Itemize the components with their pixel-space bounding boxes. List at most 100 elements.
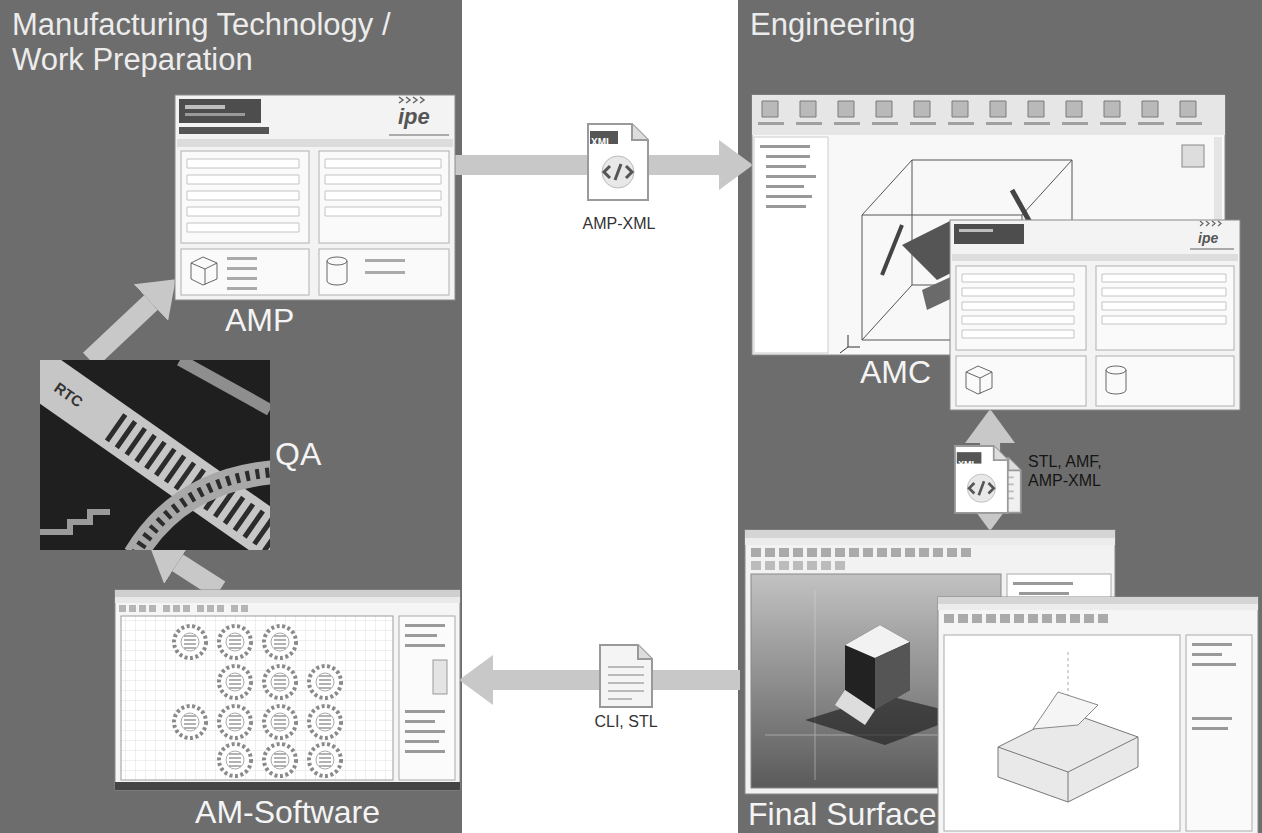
logo-text: ipe bbox=[398, 106, 430, 128]
document-icon bbox=[600, 645, 652, 707]
amc-form-screenshot bbox=[954, 224, 1024, 244]
xml-file-icon bbox=[588, 124, 648, 200]
final-surface-screenshot bbox=[944, 635, 1180, 831]
xml-file-icon bbox=[969, 481, 994, 495]
xml-file-icon bbox=[632, 124, 648, 140]
edge-label-holder: AMP-XML bbox=[578, 214, 660, 233]
am-software-screenshot bbox=[174, 626, 206, 658]
photo-box: QA bbox=[40, 360, 330, 545]
xml-file-icon bbox=[994, 446, 1008, 460]
qa-photo bbox=[40, 512, 110, 532]
amp-screenshot bbox=[191, 257, 217, 285]
amp-screenshot bbox=[187, 159, 299, 232]
label-holder: XML bbox=[958, 453, 977, 471]
screenshot-box: Final Surface bbox=[740, 530, 1262, 833]
part-lettering: RTC bbox=[52, 380, 86, 410]
final-surface-screenshot bbox=[835, 690, 875, 725]
flow-arrow bbox=[90, 303, 151, 360]
label-holder: ipe bbox=[1198, 229, 1218, 247]
amc-cad-screenshot bbox=[758, 122, 1202, 125]
am-software-screenshot bbox=[115, 597, 460, 603]
am-software-screenshot bbox=[264, 706, 296, 738]
final-surface-screenshot bbox=[875, 642, 910, 710]
am-software-screenshot bbox=[309, 744, 341, 776]
file-type-tag: XML bbox=[958, 460, 977, 469]
edge-label: CLI, STL bbox=[594, 712, 657, 731]
amp-screenshot bbox=[327, 261, 347, 285]
screenshot-box: AM-Software bbox=[115, 590, 460, 833]
caption-holder: Engineering bbox=[750, 8, 1150, 43]
amc-form-screenshot bbox=[952, 254, 1238, 261]
amp-screenshot bbox=[327, 257, 347, 265]
final-surface-screenshot bbox=[938, 597, 1258, 604]
qa-photo bbox=[40, 360, 270, 550]
amp-screenshot bbox=[175, 95, 455, 300]
label-holder: RTC bbox=[51, 379, 87, 411]
amc-form-screenshot bbox=[959, 229, 993, 232]
label-holder: ipe bbox=[398, 106, 430, 128]
xml-file-icon bbox=[955, 446, 1008, 513]
document-icon bbox=[1008, 458, 1020, 470]
amc-cad-screenshot bbox=[760, 145, 816, 208]
am-software-screenshot bbox=[219, 666, 251, 698]
am-software-screenshot bbox=[115, 782, 460, 790]
caption: AMC bbox=[860, 355, 931, 391]
amp-screenshot bbox=[177, 139, 453, 147]
caption-holder: AMP bbox=[225, 303, 345, 339]
xml-file-icon bbox=[604, 164, 632, 180]
qa-photo bbox=[135, 472, 270, 550]
amp-screenshot bbox=[325, 159, 441, 216]
qa-photo bbox=[180, 360, 270, 410]
amc-form-screenshot bbox=[1106, 366, 1126, 374]
caption-holder: Final Surface bbox=[748, 797, 933, 833]
lane-panel: EngineeringAMC Final Surface bbox=[738, 0, 1262, 833]
xml-file-icon bbox=[955, 446, 1008, 513]
edge-label: AMP-XML bbox=[583, 214, 656, 233]
amp-screenshot bbox=[181, 249, 309, 295]
lane-panel: Manufacturing Technology / Work Preparat… bbox=[0, 0, 462, 833]
qa-photo bbox=[18, 349, 291, 560]
qa-photo bbox=[40, 360, 270, 550]
screenshot-box: AMC bbox=[752, 95, 1245, 410]
xml-file-icon bbox=[602, 156, 634, 188]
am-software-screenshot bbox=[433, 660, 447, 694]
amc-cad-screenshot bbox=[754, 137, 828, 353]
amc-form-screenshot bbox=[1096, 356, 1234, 406]
final-surface-screenshot bbox=[938, 597, 1258, 833]
lane-panel-ground bbox=[0, 0, 462, 833]
am-software-screenshot bbox=[219, 626, 251, 658]
caption-holder: QA bbox=[275, 437, 329, 473]
final-surface-screenshot bbox=[745, 538, 1115, 545]
amp-screenshot bbox=[389, 134, 449, 136]
am-software-screenshot bbox=[115, 590, 460, 790]
amc-form-screenshot bbox=[950, 220, 1240, 410]
amc-form-screenshot bbox=[950, 220, 1240, 410]
amc-form-screenshot bbox=[1190, 248, 1234, 250]
amc-cad-screenshot bbox=[1182, 145, 1204, 167]
am-software-screenshot bbox=[219, 744, 251, 776]
amc-cad-screenshot bbox=[762, 101, 1196, 117]
final-surface-screenshot bbox=[745, 530, 1115, 538]
label-holder: XML bbox=[591, 132, 612, 150]
edge-label-holder: CLI, STL bbox=[586, 712, 666, 731]
final-surface-screenshot bbox=[1033, 692, 1098, 729]
am-software-screenshot bbox=[264, 744, 296, 776]
caption-holder: Manufacturing Technology / Work Preparat… bbox=[12, 8, 452, 77]
am-software-screenshot bbox=[115, 590, 460, 597]
amp-screenshot bbox=[185, 105, 225, 109]
screenshot-box: AMP bbox=[175, 95, 455, 340]
flow-arrow bbox=[178, 563, 220, 590]
caption-holder: AM-Software bbox=[115, 795, 460, 831]
am-software-screenshot bbox=[309, 706, 341, 738]
amc-form-screenshot bbox=[1106, 370, 1126, 394]
amp-screenshot bbox=[185, 113, 245, 116]
am-software-screenshot bbox=[309, 666, 341, 698]
amc-cad-screenshot bbox=[840, 335, 860, 353]
final-surface-screenshot bbox=[938, 604, 1258, 610]
document-icon bbox=[600, 645, 652, 707]
am-software-screenshot bbox=[264, 626, 296, 658]
